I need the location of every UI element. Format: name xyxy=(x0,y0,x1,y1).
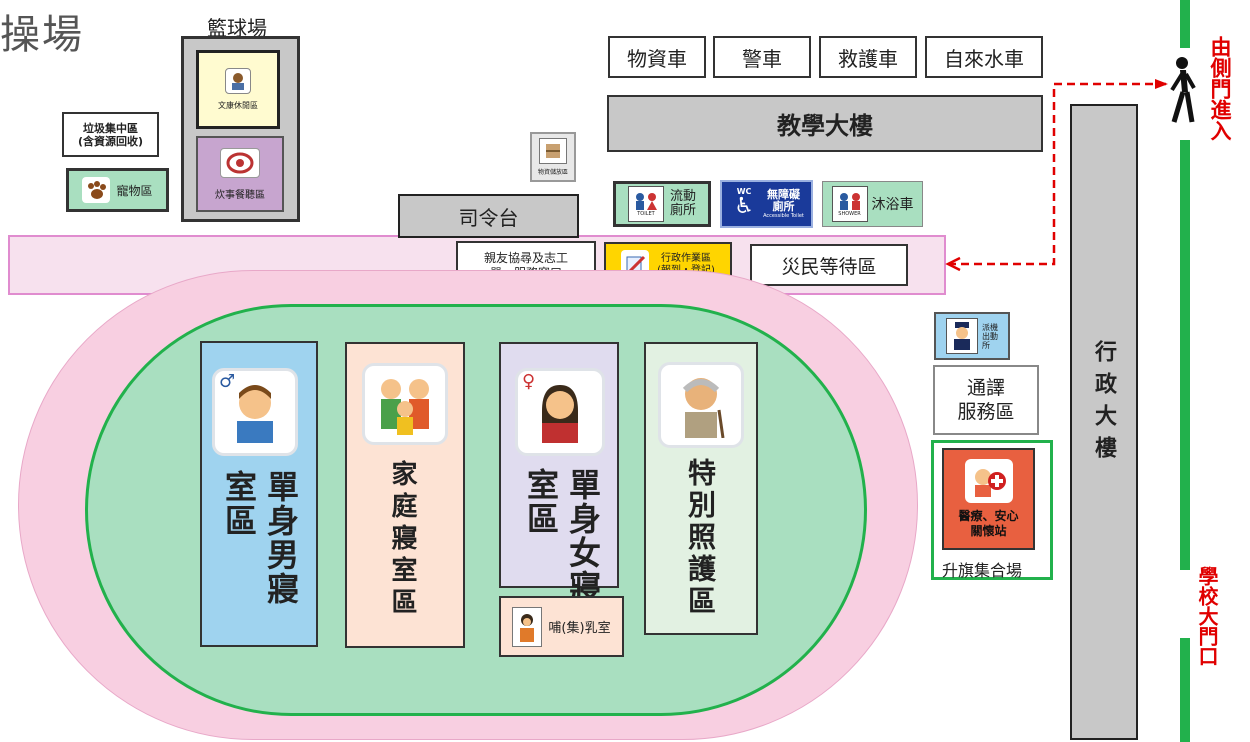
zone-family-label: 家庭寢室區 xyxy=(387,460,417,620)
wheelchair-icon: WC ♿ xyxy=(734,187,754,219)
toilet-en-label: TOILET xyxy=(637,211,655,217)
supplies-storage: 物資儲放區 xyxy=(530,132,576,182)
walking-person-icon xyxy=(1164,56,1198,126)
shower-truck: SHOWER 沐浴車 xyxy=(822,181,923,227)
recreation-area: 文康休閒區 xyxy=(196,50,280,129)
accessible-toilet: WC ♿ 無障礙 廁所 Accessible Toilet xyxy=(720,180,813,228)
nursing-icon xyxy=(512,606,543,647)
male-symbol: ♂ xyxy=(219,371,236,392)
vehicle-supplies: 物資車 xyxy=(608,36,706,78)
waiting-area: 災民等待區 xyxy=(750,244,908,286)
vehicle-ambulance: 救護車 xyxy=(819,36,917,78)
supplies-icon xyxy=(539,138,567,164)
paw-icon xyxy=(82,177,111,203)
main-gate-label: 學校大門口 xyxy=(1195,566,1219,666)
police-icon xyxy=(946,318,978,354)
nursing-label: 哺(集)乳室 xyxy=(548,621,611,636)
vehicle-police: 警車 xyxy=(713,36,811,78)
pet-label: 寵物區 xyxy=(116,183,153,198)
shower-en-label: SHOWER xyxy=(838,211,861,217)
side-gate-line-top xyxy=(1180,0,1190,48)
shower-label: 沐浴車 xyxy=(871,197,914,213)
gate-line-middle xyxy=(1180,140,1190,570)
mobile-toilet-label: 流動 廁所 xyxy=(669,189,696,218)
dining-area: 炊事餐聽區 xyxy=(196,136,284,212)
toilet-icon: TOILET xyxy=(627,186,664,222)
mobile-toilet: TOILET 流動 廁所 xyxy=(613,181,711,227)
zone-single-female-label: 單身女寢室區 xyxy=(522,468,602,604)
female-symbol: ♀ xyxy=(522,371,536,392)
admin-building-label: 行政大樓 xyxy=(1091,340,1116,468)
police-label: 派機 出動 所 xyxy=(982,322,998,350)
supplies-label: 物資儲放區 xyxy=(537,169,568,176)
recreation-icon xyxy=(225,68,251,94)
family-icon xyxy=(362,363,448,445)
command-stage: 司令台 xyxy=(398,194,579,238)
side-gate-label: 由側門進入 xyxy=(1208,36,1232,141)
male-avatar-icon: ♂ xyxy=(212,368,298,456)
teaching-building: 教學大樓 xyxy=(607,95,1043,152)
recreation-label: 文康休閒區 xyxy=(218,101,258,110)
medical-icon xyxy=(964,459,1013,503)
shower-icon: SHOWER xyxy=(831,186,868,222)
gate-line-bottom xyxy=(1180,638,1190,742)
interpretation-area: 通譯 服務區 xyxy=(933,365,1039,435)
female-avatar-icon: ♀ xyxy=(515,368,605,456)
vehicle-water: 自來水車 xyxy=(925,36,1043,78)
entry-path-arrow xyxy=(945,79,1168,272)
wc-label: WC xyxy=(736,187,752,196)
medical-station: 醫療、安心 關懷站 xyxy=(942,448,1035,550)
accessible-label: 無障礙 廁所 xyxy=(766,188,800,213)
nursing-room: 哺(集)乳室 xyxy=(499,596,624,657)
elderly-icon xyxy=(658,362,744,448)
flag-assembly-label: 升旗集合場 xyxy=(942,561,1023,580)
zone-special-care-label: 特別照護區 xyxy=(684,458,717,618)
zone-single-male-label: 單身男寢室區 xyxy=(220,470,300,606)
garbage-area: 垃圾集中區 (含資源回收) xyxy=(62,112,159,157)
page-title: 操場 xyxy=(0,12,84,58)
police-box: 派機 出動 所 xyxy=(934,312,1010,360)
admin-building xyxy=(1070,104,1138,740)
medical-label: 醫療、安心 關懷站 xyxy=(958,509,1019,538)
dining-label: 炊事餐聽區 xyxy=(215,189,265,201)
dining-icon xyxy=(220,147,260,178)
accessible-en-label: Accessible Toilet xyxy=(763,213,804,219)
pet-area: 寵物區 xyxy=(66,168,169,212)
